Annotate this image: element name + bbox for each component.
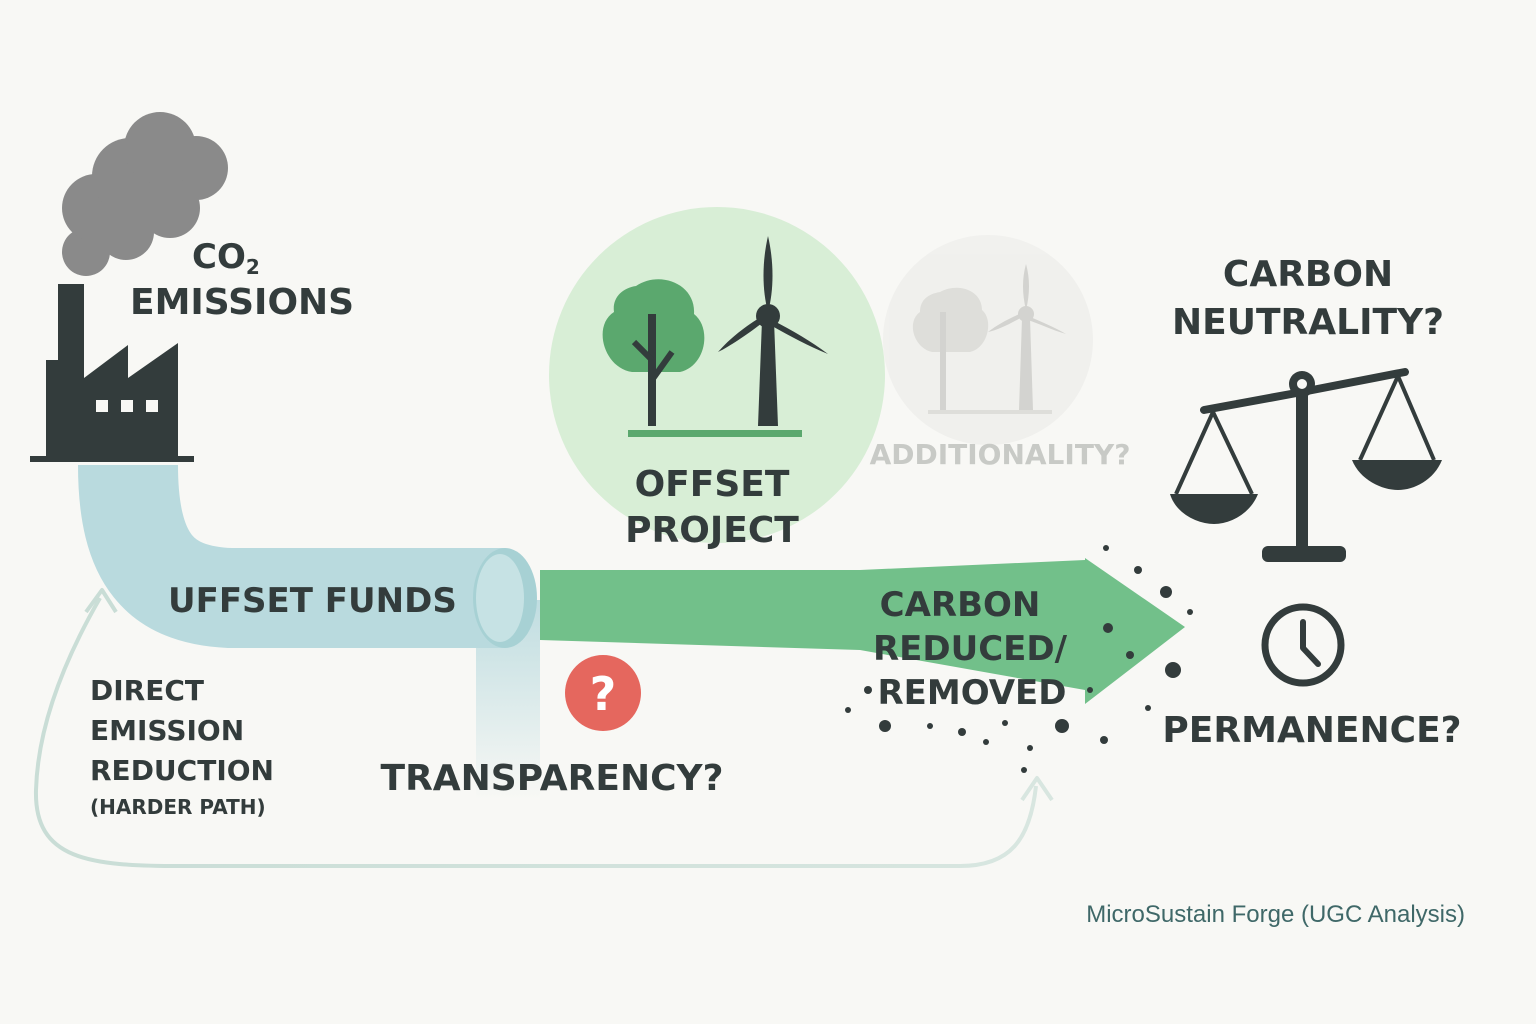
tree-icon bbox=[602, 279, 705, 426]
carbon-reduced-line1: CARBON bbox=[880, 585, 1041, 625]
permanence-label: PERMANENCE? bbox=[1162, 710, 1461, 751]
balance-scale-icon bbox=[1170, 368, 1442, 562]
question-mark-glyph: ? bbox=[590, 667, 617, 721]
offset-funds-pipe bbox=[78, 464, 540, 800]
additionality-label: ADDITIONALITY? bbox=[870, 438, 1131, 471]
direct-path-line3: REDUCTION bbox=[90, 754, 274, 787]
factory-icon bbox=[30, 284, 194, 462]
credit-label: MicroSustain Forge (UGC Analysis) bbox=[1086, 901, 1465, 928]
neutrality-line2: NEUTRALITY? bbox=[1172, 302, 1444, 343]
direct-path-line4: (HARDER PATH) bbox=[90, 795, 266, 819]
return-arrow-icon bbox=[33, 588, 1054, 868]
offset-project-circle bbox=[549, 207, 885, 543]
offset-funds-label: UFFSET FUNDS bbox=[168, 581, 457, 621]
offset-project-line1: OFFSET bbox=[635, 464, 790, 505]
direct-path-line1: DIRECT bbox=[90, 674, 204, 707]
carbon-reduced-line2: REDUCED/ bbox=[873, 629, 1068, 669]
emissions-label: EMISSIONS bbox=[130, 282, 354, 323]
clock-icon bbox=[1261, 603, 1345, 687]
question-mark-icon: ? bbox=[565, 655, 641, 731]
carbon-reduced-arrow bbox=[540, 558, 1185, 704]
wind-turbine-icon bbox=[718, 236, 828, 426]
additionality-faded-circle bbox=[883, 235, 1093, 445]
direct-path-line2: EMISSION bbox=[90, 714, 244, 747]
transparency-label: TRANSPARENCY? bbox=[381, 758, 724, 799]
offset-project-line2: PROJECT bbox=[625, 510, 799, 551]
wind-turbine-icon bbox=[988, 264, 1066, 410]
smoke-cloud-icon bbox=[62, 112, 228, 276]
co2-label: CO2 bbox=[192, 237, 260, 279]
tree-icon bbox=[912, 287, 989, 410]
particle-scatter bbox=[845, 545, 1193, 773]
carbon-reduced-line3: REMOVED bbox=[878, 673, 1067, 713]
neutrality-line1: CARBON bbox=[1223, 254, 1393, 295]
